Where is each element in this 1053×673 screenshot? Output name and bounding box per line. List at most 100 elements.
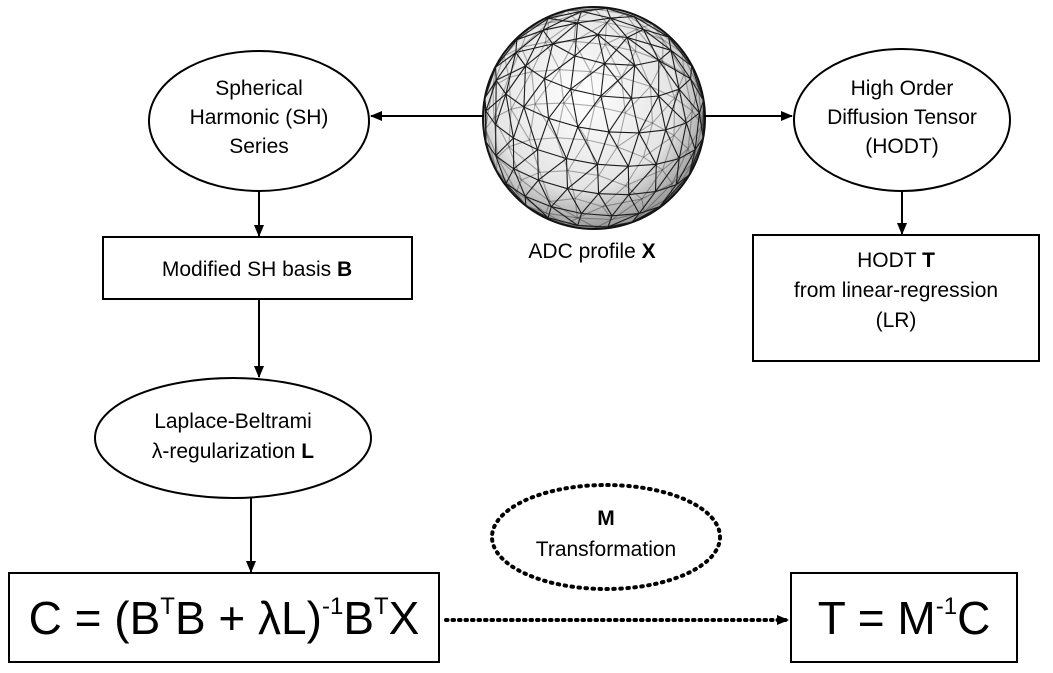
mesh-edge	[665, 129, 680, 159]
sh-series-node: Spherical Harmonic (SH) Series	[148, 50, 370, 192]
mesh-edge	[581, 193, 600, 214]
mesh-edge	[495, 67, 497, 81]
mesh-edge	[549, 200, 578, 219]
mesh-edge	[485, 80, 497, 112]
mesh-edge	[485, 93, 507, 112]
mesh-edge	[586, 139, 618, 148]
mesh-edge	[698, 100, 705, 114]
equation-c-node: C = (BTB + λL)-1BTX	[8, 572, 440, 663]
mesh-edge	[563, 102, 588, 141]
mesh-edge	[570, 63, 605, 90]
mesh-edge	[559, 69, 565, 104]
mesh-edge	[484, 97, 487, 112]
mesh-edge	[505, 183, 526, 197]
mesh-edge	[627, 36, 672, 51]
mesh-edge	[552, 43, 576, 57]
mesh-edge	[683, 73, 693, 112]
mesh-edge	[581, 212, 613, 217]
mesh-edge	[548, 19, 577, 24]
equation-t-node: T = M-1C	[790, 572, 1018, 663]
mesh-edge	[598, 193, 613, 217]
mesh-edge	[525, 205, 549, 219]
mesh-edge	[626, 37, 660, 61]
mesh-edge	[565, 126, 579, 159]
mesh-edge	[602, 185, 626, 208]
mesh-edge	[685, 122, 696, 150]
mesh-edge	[698, 112, 704, 139]
mesh-edge	[577, 224, 609, 228]
mesh-edge	[652, 122, 675, 136]
mesh-edge	[597, 34, 628, 39]
mesh-edge	[545, 40, 575, 43]
mesh-edge	[678, 89, 687, 124]
mesh-edge	[665, 89, 680, 131]
mesh-edge	[524, 195, 552, 208]
mesh-edge	[626, 28, 644, 38]
mesh-edge	[537, 149, 567, 160]
mesh-edge	[577, 217, 612, 221]
mesh-edge	[589, 71, 596, 107]
mesh-edge	[508, 109, 512, 147]
mesh-edge	[610, 17, 628, 38]
mesh-edge	[643, 28, 672, 51]
mesh-edge	[621, 76, 651, 87]
mesh-edge	[574, 175, 600, 199]
mesh-edge	[566, 10, 582, 12]
mesh-edge	[550, 206, 579, 226]
transformation-m: M	[597, 507, 615, 530]
mesh-edge	[675, 149, 696, 186]
mesh-edge	[510, 108, 530, 141]
mesh-edge	[567, 170, 599, 177]
mesh-edge	[495, 52, 517, 68]
mesh-edge	[641, 169, 663, 200]
mesh-edge	[577, 17, 611, 24]
mesh-edge	[505, 93, 525, 108]
mesh-edge	[547, 10, 568, 19]
mesh-edge	[651, 23, 683, 53]
modified-basis-node: Modified SH basis B	[102, 236, 413, 300]
mesh-edge	[590, 71, 622, 78]
mesh-edge	[577, 213, 583, 226]
mesh-edge	[504, 46, 522, 57]
mesh-edge	[631, 213, 640, 223]
mesh-edge	[611, 212, 640, 217]
hodt-node: High Order Diffusion Tensor (HODT)	[793, 48, 1011, 192]
mesh-edge	[551, 206, 582, 215]
mesh-edge	[604, 44, 622, 78]
mesh-edge	[513, 168, 526, 197]
mesh-edge	[550, 188, 568, 208]
mesh-edge	[567, 139, 588, 171]
mesh-edge	[626, 37, 636, 66]
mesh-edge	[570, 89, 579, 128]
mesh-edge	[681, 52, 699, 88]
mesh-edge	[503, 55, 510, 78]
hodt-lr-line2: from linear-regression	[794, 279, 998, 302]
mesh-edge	[524, 179, 539, 197]
mesh-edge	[596, 164, 600, 194]
mesh-edge	[525, 43, 554, 67]
mesh-edge	[566, 10, 577, 21]
mesh-edge	[628, 163, 657, 167]
mesh-edge	[607, 212, 640, 228]
mesh-edge	[497, 156, 522, 181]
mesh-edge	[606, 21, 637, 30]
mesh-edge	[497, 146, 510, 158]
mesh-edge	[537, 149, 539, 181]
mesh-edge	[643, 134, 675, 158]
mesh-edge	[544, 55, 576, 80]
mesh-edge	[573, 41, 591, 72]
mesh-edge	[694, 137, 704, 150]
mesh-edge	[495, 93, 507, 126]
mesh-edge	[639, 206, 660, 215]
mesh-edge	[655, 158, 680, 192]
mesh-edge	[521, 179, 551, 202]
mesh-edge	[523, 106, 539, 150]
mesh-edge	[678, 78, 691, 90]
mesh-edge	[607, 215, 613, 228]
mesh-edge	[565, 158, 569, 189]
mesh-edge	[688, 137, 704, 175]
mesh-edge	[567, 188, 599, 195]
mesh-edge	[678, 149, 696, 160]
transformation-node: M Transformation	[490, 483, 722, 591]
mesh-edge	[538, 158, 567, 181]
